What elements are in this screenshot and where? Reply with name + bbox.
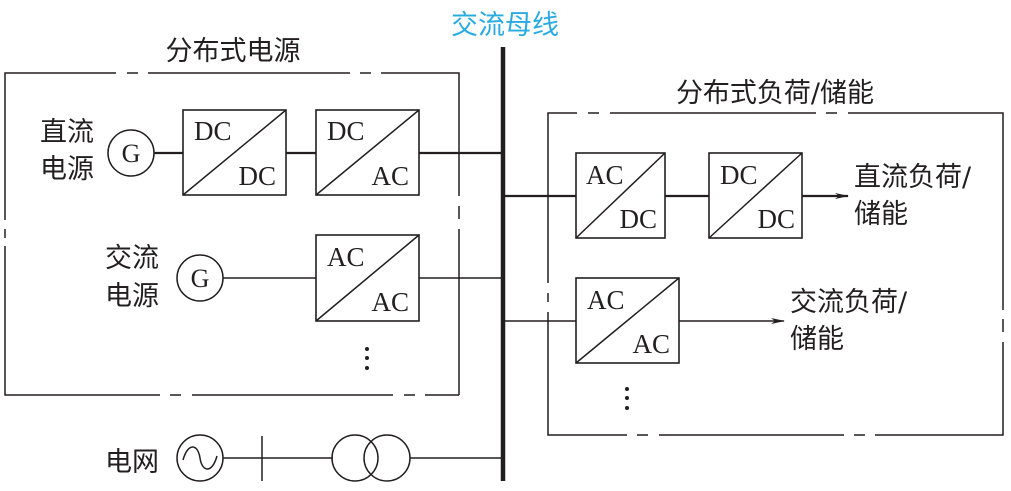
converter-ac-ac-source: AC AC [315,234,420,322]
svg-text:DC: DC [327,116,365,146]
source-group-boundary [4,72,460,396]
dc-source-label-line1: 直流 [40,117,94,148]
dc-load-label-line2: 储能 [854,199,908,230]
ac-source-label-line1: 交流 [105,243,159,274]
load-group-title: 分布式负荷/储能 [676,78,874,109]
load-more-ellipsis [625,387,629,410]
source-more-ellipsis [365,347,369,370]
svg-text:DC: DC [619,204,657,234]
svg-text:AC: AC [327,242,365,272]
svg-text:AC: AC [371,161,409,191]
ac-load-label-line2: 储能 [790,324,844,355]
grid-label: 电网 [105,447,159,478]
converter-dc-dc: DC DC [182,109,287,196]
dc-generator-letter: G [122,139,141,168]
converter-dc-dc-load: DC DC [708,152,803,239]
converter-ac-ac-load: AC AC [575,277,680,364]
svg-text:AC: AC [632,329,670,359]
svg-text:DC: DC [720,160,758,190]
svg-text:AC: AC [587,285,625,315]
source-group-title: 分布式电源 [166,36,301,67]
grid-ac-source-icon [176,434,224,482]
svg-text:DC: DC [238,161,276,191]
svg-text:DC: DC [194,116,232,146]
svg-text:AC: AC [586,160,624,190]
ac-generator-letter: G [191,264,210,293]
dc-load-label-line1: 直流负荷/ [854,162,972,193]
converter-ac-dc: AC DC [575,152,666,239]
svg-text:AC: AC [371,287,409,317]
bus-title: 交流母线 [451,10,559,41]
svg-text:DC: DC [757,204,795,234]
converter-dc-ac: DC AC [315,109,420,196]
dc-source-label-line2: 电源 [40,154,94,185]
load-group-boundary [547,112,1004,436]
ac-source-label-line2: 电源 [105,281,159,312]
transformer-icon [331,434,411,482]
ac-load-label-line1: 交流负荷/ [790,287,908,318]
